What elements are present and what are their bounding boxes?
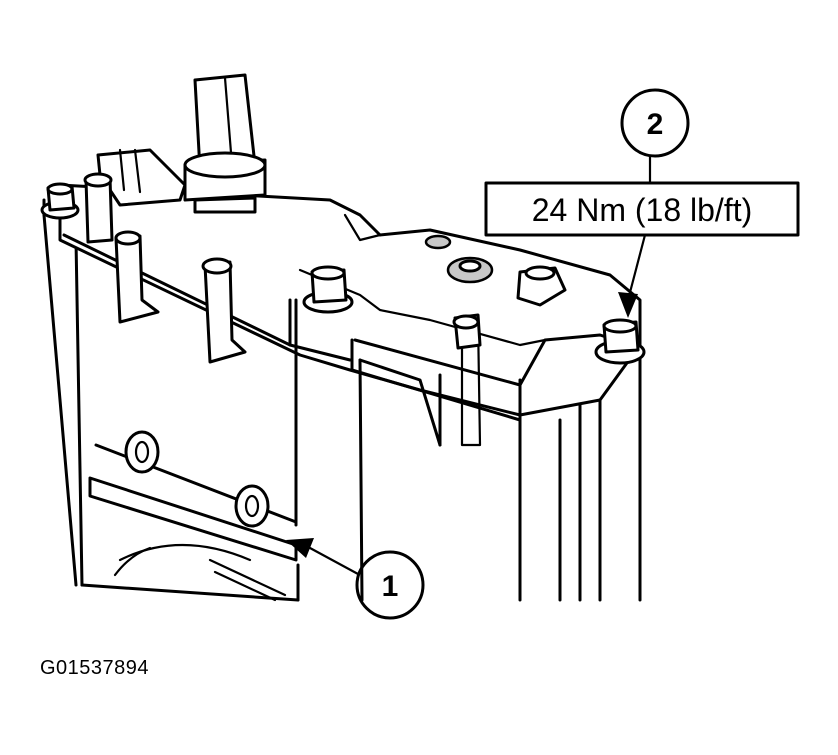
callout-1-number: 1 xyxy=(382,570,399,603)
bolt-left xyxy=(40,182,80,220)
washer-small xyxy=(424,234,452,250)
callout-2: 2 24 Nm (18 lb/ft) xyxy=(484,88,800,318)
arrowhead-2 xyxy=(618,292,638,318)
bolt-center xyxy=(302,265,354,314)
callout-2-circle xyxy=(620,88,690,158)
callout-2-number: 2 xyxy=(647,108,664,141)
leader-line-2 xyxy=(626,233,647,302)
hanging-studs xyxy=(114,230,482,364)
washer-center xyxy=(446,256,494,284)
cylinder-housing xyxy=(42,213,300,602)
figure-id: G01537894 xyxy=(40,657,150,679)
torque-label: 24 Nm (18 lb/ft) xyxy=(532,192,753,228)
bolt-top-right xyxy=(516,265,567,307)
valve-stem xyxy=(183,73,267,214)
callout-1-circle xyxy=(355,550,425,620)
callout-1: 1 xyxy=(286,538,425,620)
leader-line-1 xyxy=(308,546,360,576)
cover-bolts xyxy=(40,182,646,365)
side-walls xyxy=(42,198,642,602)
bolt-2 xyxy=(594,318,646,365)
upper-bracket xyxy=(83,148,187,244)
torque-label-box xyxy=(484,181,800,237)
arrowhead-1 xyxy=(286,538,314,558)
